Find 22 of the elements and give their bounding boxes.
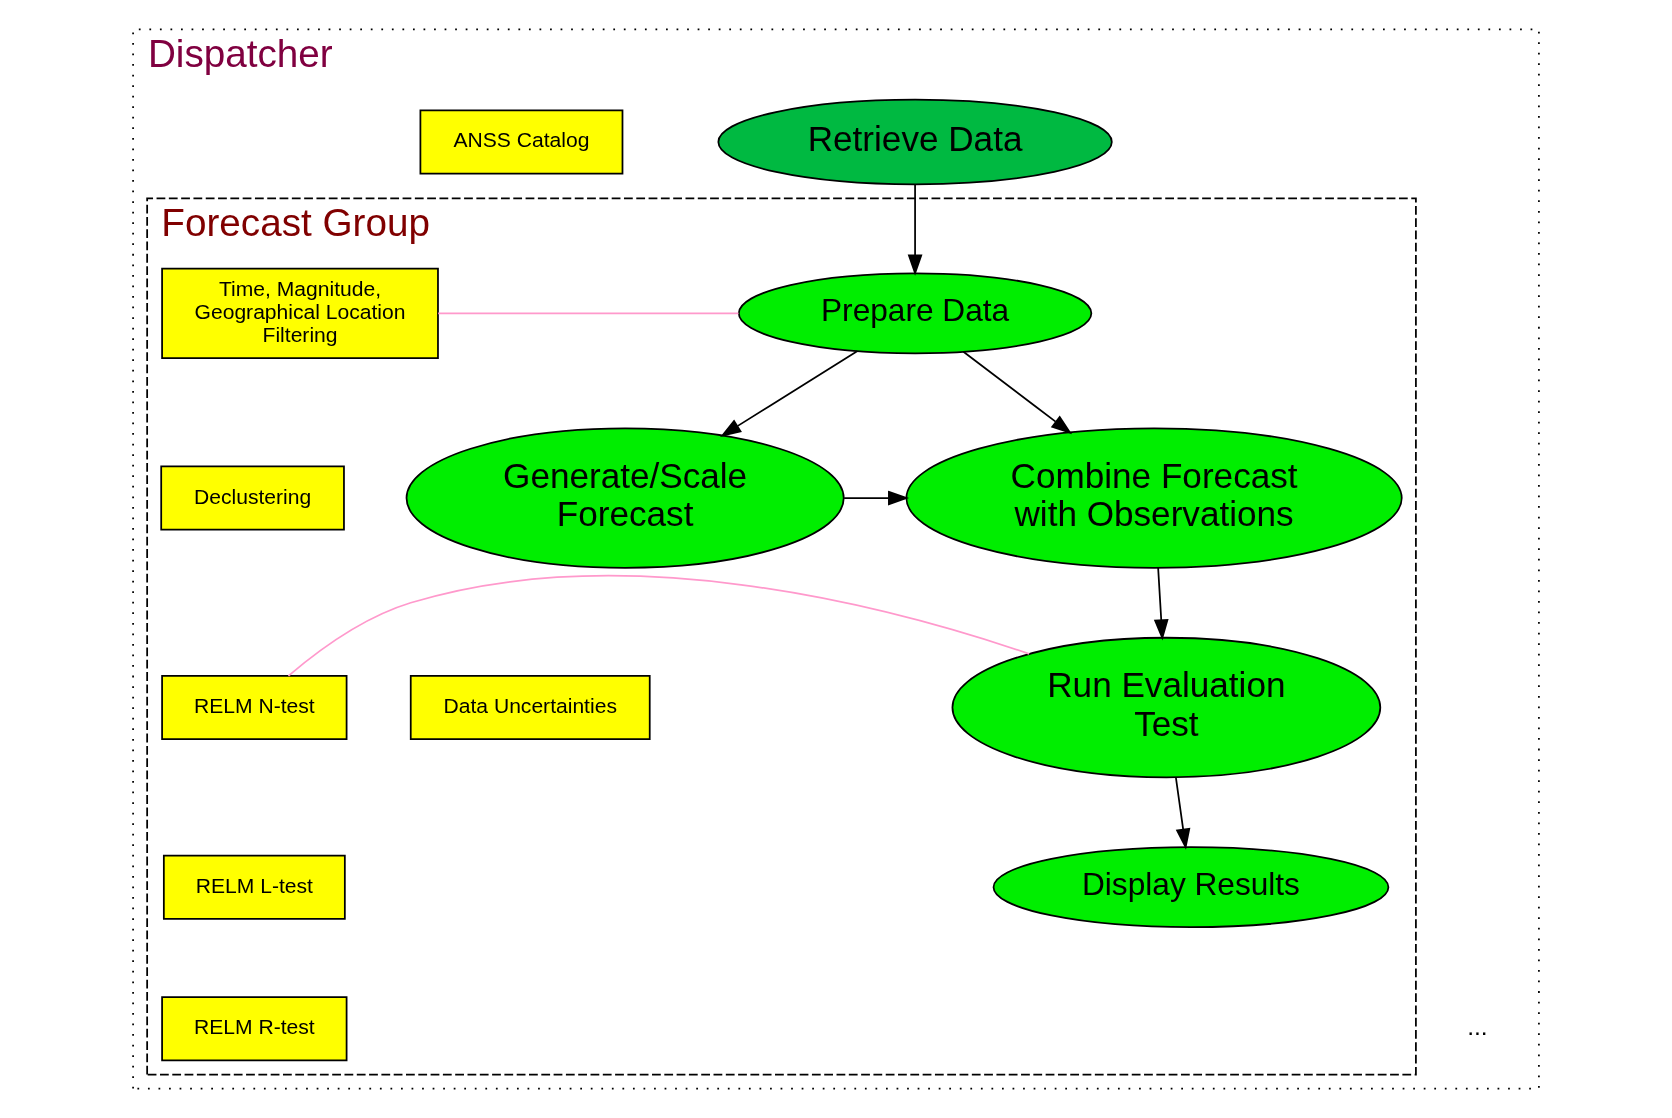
connector	[287, 575, 1031, 677]
arrow	[962, 350, 1073, 435]
arrow	[843, 490, 910, 506]
node-ellipse: Display Results	[992, 846, 1390, 928]
node-box: RELM L-test	[162, 854, 346, 920]
node-box: ANSS Catalog	[419, 109, 624, 175]
arrow	[1153, 566, 1169, 641]
node-box: Declustering	[160, 465, 345, 531]
node-ellipse: Generate/Scale Forecast	[405, 427, 845, 569]
label: ...	[1467, 1013, 1488, 1041]
arrow	[907, 183, 923, 276]
node-box: Time, Magnitude, Geographical Location Filtering	[161, 267, 439, 360]
node-ellipse: Retrieve Data	[717, 98, 1113, 186]
node-ellipse: Prepare Data	[737, 272, 1093, 355]
node-box: RELM R-test	[161, 996, 348, 1062]
node-box: RELM N-test	[161, 675, 348, 741]
node-box: Data Uncertainties	[409, 675, 651, 741]
connector	[437, 312, 740, 315]
node-ellipse: Run Evaluation Test	[951, 636, 1382, 779]
node-ellipse: Combine Forecast with Observations	[905, 427, 1403, 569]
arrow	[720, 350, 858, 437]
arrow	[1175, 776, 1191, 850]
